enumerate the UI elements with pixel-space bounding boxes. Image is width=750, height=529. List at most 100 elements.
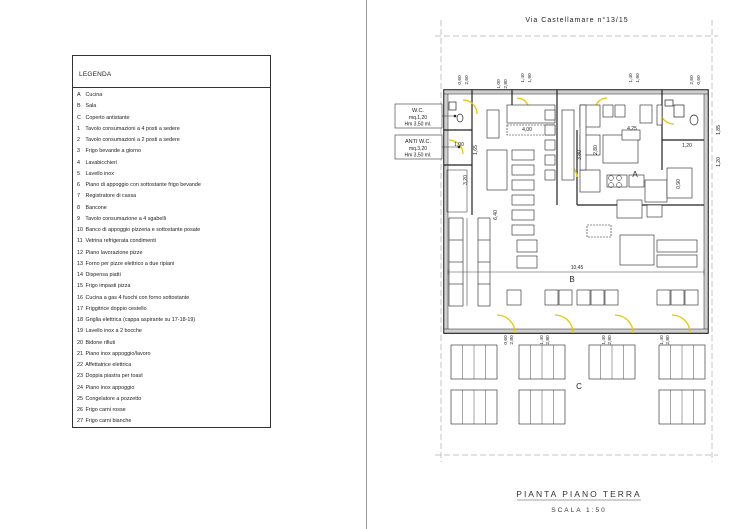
- legend-item: 4 Lavabicchieri: [77, 158, 268, 169]
- legend-item-key: 4: [77, 159, 80, 166]
- door-swings: [448, 97, 691, 334]
- legend-item-key: 8: [77, 204, 80, 211]
- legend-item-text: Tavolo consumazione a 4 sgabelli: [85, 215, 167, 222]
- legend-item-key: 22: [77, 362, 83, 368]
- dim-door-e: 1,00: [496, 79, 502, 89]
- anti-wc-height: Hm 3,50 ml.: [405, 153, 432, 159]
- legend-item-text: Registratore di cassa: [85, 193, 137, 200]
- legend-item: 10 Banco di appoggio pizzeria e sottosta…: [77, 225, 268, 236]
- bar-area: [486, 104, 556, 269]
- legend-item-text: Coperto antistante: [85, 114, 130, 121]
- legend-item-key: 3: [77, 148, 80, 155]
- legend-item: B Sala: [77, 101, 268, 112]
- legend-item-text: Doppia piastra per toast: [85, 373, 143, 380]
- legend-item: A Cucina: [77, 90, 268, 101]
- legend-item-text: Lavabicchieri: [85, 159, 117, 166]
- legend-item-text: Frigo impasti pizza: [85, 283, 131, 290]
- legend-item-text: Cucina a gas 4 fuochi con forno sottosta…: [85, 294, 190, 301]
- dim-cucina: 4,25: [627, 126, 637, 132]
- legend-item: 11 Vetrina refrigerata condimenti: [77, 236, 268, 247]
- dim-mid: 1,65: [473, 145, 479, 155]
- legend-item: 19 Lavello inox a 2 bocche: [77, 326, 268, 337]
- legend-item-key: 5: [77, 170, 80, 177]
- legend-item-text: Piano lavorazione pizze: [85, 249, 143, 256]
- floor-plan-drawing: Via Castellamare n°13/15: [394, 16, 722, 514]
- zone-c-label: C: [576, 382, 582, 391]
- legend-item-text: Banco di appoggio pizzeria e sottostante…: [85, 227, 201, 233]
- wc-height: Hm 3,50 ml.: [405, 122, 432, 128]
- legend-item-key: 11: [77, 238, 83, 245]
- left-storage: [448, 217, 491, 307]
- wc-area: mq.1,20: [409, 115, 427, 121]
- dim-front-a: 0,60: [503, 335, 509, 345]
- legend-item: 25 Congelatore a pozzetto: [77, 394, 268, 405]
- legend-item-text: Bidone rifiuti: [85, 339, 116, 346]
- dim-front-h: 2,80: [665, 335, 671, 345]
- legend-item: 14 Dispensa piatti: [77, 270, 268, 281]
- legend-item-text: Frigo bevande a giorno: [85, 148, 141, 155]
- legend-item-key: 9: [77, 215, 80, 222]
- dim-door-b: 2,60: [464, 75, 470, 85]
- drawing-scale: SCALA 1:50: [551, 507, 606, 514]
- legend-title: LEGENDA: [79, 71, 112, 78]
- dim-door-d: 1,90: [527, 73, 533, 83]
- dim-bar: 4,00: [522, 127, 532, 133]
- legend-item-key: B: [77, 103, 81, 110]
- legend-item: 20 Bidone rifiuti: [77, 338, 268, 349]
- legend-item-key: 19: [77, 328, 83, 335]
- zone-b-label: B: [569, 275, 574, 284]
- legend-item-key: 15: [77, 283, 83, 290]
- legend-item-text: Friggitrice doppio cestello: [85, 305, 147, 312]
- legend-item-key: 26: [77, 407, 83, 413]
- sala-tables: [506, 289, 699, 306]
- kitchen-equipment: [561, 104, 698, 268]
- legend-item-text: Griglia elettrica (cappa aspirante su 17…: [85, 317, 196, 323]
- legend-item-key: 18: [77, 317, 83, 323]
- legend-item-text: Affettatrice elettrica: [85, 362, 132, 368]
- legend-item: 5 Lavello inox: [77, 169, 268, 180]
- dim-small: 1,00: [454, 142, 464, 148]
- legend-item-text: Frigo carni bianche: [85, 418, 132, 425]
- legend-item: 21 Piano inox appoggio/lavoro: [77, 349, 268, 360]
- anti-wc-label: ANTI W.C.: [405, 139, 431, 145]
- dim-anti: 3,20: [463, 175, 469, 185]
- interior-partitions: [444, 90, 704, 215]
- legend-item-key: 24: [77, 384, 83, 391]
- legend-item-text: Cucina: [85, 92, 103, 98]
- legend-item-key: 14: [77, 272, 83, 278]
- dim-wc: 1,85: [716, 125, 722, 135]
- wall-hatching: [443, 89, 709, 334]
- floor-plan-sheet: Via Castellamare n°13/15: [367, 0, 750, 529]
- dim-right: 3,80: [577, 150, 583, 160]
- dim-kitchen-depth: 2,80: [593, 145, 599, 155]
- dim-door-f: 2,80: [503, 79, 509, 89]
- legend-divider: [73, 87, 270, 88]
- legend-item-text: Piano inox appoggio/lavoro: [85, 350, 151, 357]
- legend-item-text: Piano di appoggio con sottostante frigo …: [85, 182, 201, 188]
- legend-item: 24 Piano inox appoggio: [77, 383, 268, 394]
- legend-item-text: Forno per pizze elettrico a due ripiani: [85, 260, 175, 267]
- dim-door-a-2: 0,60: [696, 75, 702, 85]
- legend-item-text: Sala: [85, 103, 97, 110]
- wc-labels: W.C. mq.1,20 Hm 3,50 ml. ANTI W.C. mq.3,…: [394, 103, 461, 160]
- legend-item-text: Lavello inox a 2 bocche: [85, 328, 142, 335]
- legend-item-text: Lavello inox: [85, 170, 114, 177]
- legend-item: 23 Doppia piastra per toast: [77, 371, 268, 382]
- street-address: Via Castellamare n°13/15: [525, 16, 628, 24]
- dim-door-c: 1,40: [520, 73, 526, 83]
- legend-item-key: 25: [77, 395, 83, 402]
- zone-a-label: A: [632, 170, 638, 179]
- legend-item-key: 1: [77, 125, 80, 132]
- legend-item: 27 Frigo carni bianche: [77, 416, 268, 427]
- dim-door-b-2: 2,60: [689, 75, 695, 85]
- drawing-title: PIANTA PIANO TERRA: [516, 489, 641, 499]
- dim-door-d-2: 1,90: [635, 73, 641, 83]
- legend-item-text: Tavolo consumazioni a 2 posti a sedere: [85, 137, 180, 143]
- legend-item: 8 Bancone: [77, 203, 268, 214]
- legend-item: 13 Forno per pizze elettrico a due ripia…: [77, 259, 268, 270]
- legend-item-key: 6: [77, 182, 80, 188]
- dim-front-b: 2,80: [509, 335, 515, 345]
